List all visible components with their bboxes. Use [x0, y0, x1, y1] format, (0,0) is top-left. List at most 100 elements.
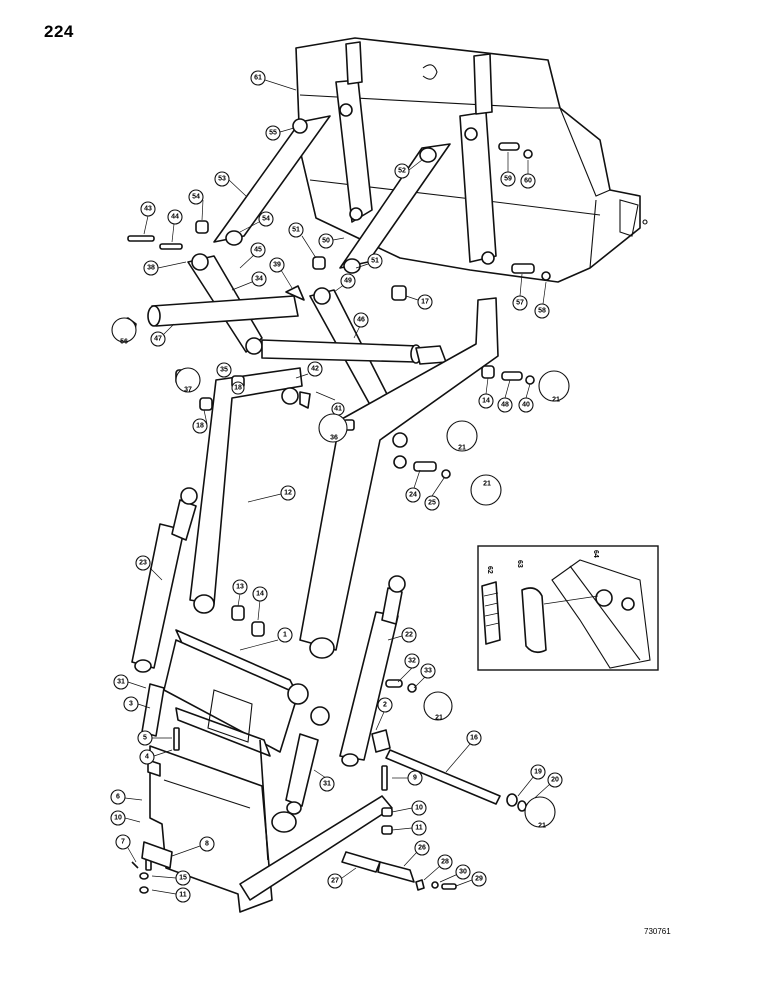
svg-text:13: 13	[236, 584, 244, 591]
svg-text:19: 19	[534, 769, 542, 776]
callout: 30	[439, 864, 471, 883]
svg-text:11: 11	[415, 825, 423, 832]
callout: 51	[288, 222, 317, 259]
inset-label-63: 63	[516, 560, 523, 568]
callout: 28	[423, 854, 453, 881]
mounting-frame	[149, 629, 393, 913]
svg-text:30: 30	[459, 869, 467, 876]
svg-text:6: 6	[116, 794, 120, 801]
callout: 8	[171, 836, 215, 857]
svg-text:29: 29	[475, 876, 483, 883]
callout: 21	[538, 370, 570, 404]
callout: 6	[110, 789, 143, 805]
callout: 21	[446, 420, 478, 452]
svg-text:23: 23	[139, 560, 147, 567]
svg-text:11: 11	[179, 892, 187, 899]
callout: 2	[375, 697, 393, 731]
svg-text:17: 17	[421, 299, 429, 306]
svg-text:25: 25	[428, 500, 436, 507]
callout: 14	[478, 377, 494, 409]
svg-text:54: 54	[262, 216, 270, 223]
svg-text:55: 55	[269, 130, 277, 137]
svg-text:14: 14	[256, 591, 264, 598]
stand-cylinder	[141, 683, 330, 815]
callout: 21	[423, 691, 453, 722]
callout: 19	[517, 764, 546, 797]
svg-text:39: 39	[273, 262, 281, 269]
callout: 18	[231, 381, 245, 395]
svg-text:60: 60	[524, 178, 532, 185]
callout: 3	[123, 696, 151, 712]
callout: 22	[387, 627, 417, 643]
callout: 12	[247, 485, 296, 503]
callout: 24	[405, 469, 421, 503]
callout: 58	[534, 281, 550, 319]
svg-text:31: 31	[117, 679, 125, 686]
callout: 16	[445, 730, 482, 773]
svg-text:61: 61	[254, 75, 262, 82]
svg-text:10: 10	[415, 805, 423, 812]
callout: 45	[239, 242, 266, 269]
callout: 11	[391, 820, 427, 836]
figure-code: 730761	[644, 927, 671, 936]
callout: 1	[239, 627, 293, 651]
svg-text:27: 27	[331, 878, 339, 885]
svg-text:41: 41	[334, 406, 342, 413]
callout: 7	[115, 834, 137, 863]
callout: 43	[140, 201, 156, 235]
callout: 15	[151, 870, 191, 886]
callout: 27	[327, 867, 357, 889]
svg-text:14: 14	[482, 398, 490, 405]
callout: 59	[500, 152, 516, 187]
svg-text:47: 47	[154, 336, 162, 343]
callout: 25	[424, 477, 445, 511]
svg-text:34: 34	[255, 276, 263, 283]
svg-text:50: 50	[322, 238, 330, 245]
callout: 52	[394, 159, 423, 179]
callout: 37	[175, 367, 201, 394]
svg-text:53: 53	[218, 176, 226, 183]
callout: 47	[150, 323, 175, 347]
svg-text:57: 57	[516, 300, 524, 307]
svg-text:40: 40	[522, 402, 530, 409]
callout: 33	[413, 663, 436, 689]
callout: 57	[512, 273, 528, 311]
callout: 55	[265, 125, 295, 141]
callout: 54	[188, 189, 204, 221]
svg-text:22: 22	[405, 632, 413, 639]
svg-text:12: 12	[284, 490, 292, 497]
svg-text:36: 36	[330, 435, 338, 442]
svg-text:1: 1	[283, 632, 287, 639]
callout: 44	[167, 209, 183, 243]
callout: 17	[405, 294, 433, 310]
callout: 40	[518, 383, 534, 413]
callout: 23	[135, 555, 163, 581]
callout: 10	[391, 800, 427, 816]
callout: 56	[111, 317, 137, 346]
svg-text:21: 21	[552, 397, 560, 404]
callout: 50	[318, 233, 345, 249]
svg-text:10: 10	[114, 815, 122, 822]
svg-text:48: 48	[501, 402, 509, 409]
callout: 48	[497, 379, 513, 413]
callout: 21	[470, 474, 502, 506]
svg-text:51: 51	[371, 258, 379, 265]
svg-text:28: 28	[441, 859, 449, 866]
svg-text:21: 21	[538, 823, 546, 830]
callout: 21	[524, 796, 556, 830]
svg-text:21: 21	[458, 445, 466, 452]
svg-text:54: 54	[192, 194, 200, 201]
svg-text:37: 37	[184, 387, 192, 394]
svg-text:16: 16	[470, 735, 478, 742]
callout: 31	[313, 769, 335, 792]
svg-text:31: 31	[323, 781, 331, 788]
svg-text:21: 21	[435, 715, 443, 722]
svg-text:4: 4	[145, 754, 149, 761]
callout: 13	[232, 579, 248, 607]
svg-text:18: 18	[234, 385, 242, 392]
callout: 46	[353, 312, 369, 339]
detail-inset: 62 63 64	[477, 545, 659, 671]
page-number: 224	[44, 22, 74, 41]
inset-label-62: 62	[486, 566, 493, 574]
svg-text:7: 7	[121, 839, 125, 846]
